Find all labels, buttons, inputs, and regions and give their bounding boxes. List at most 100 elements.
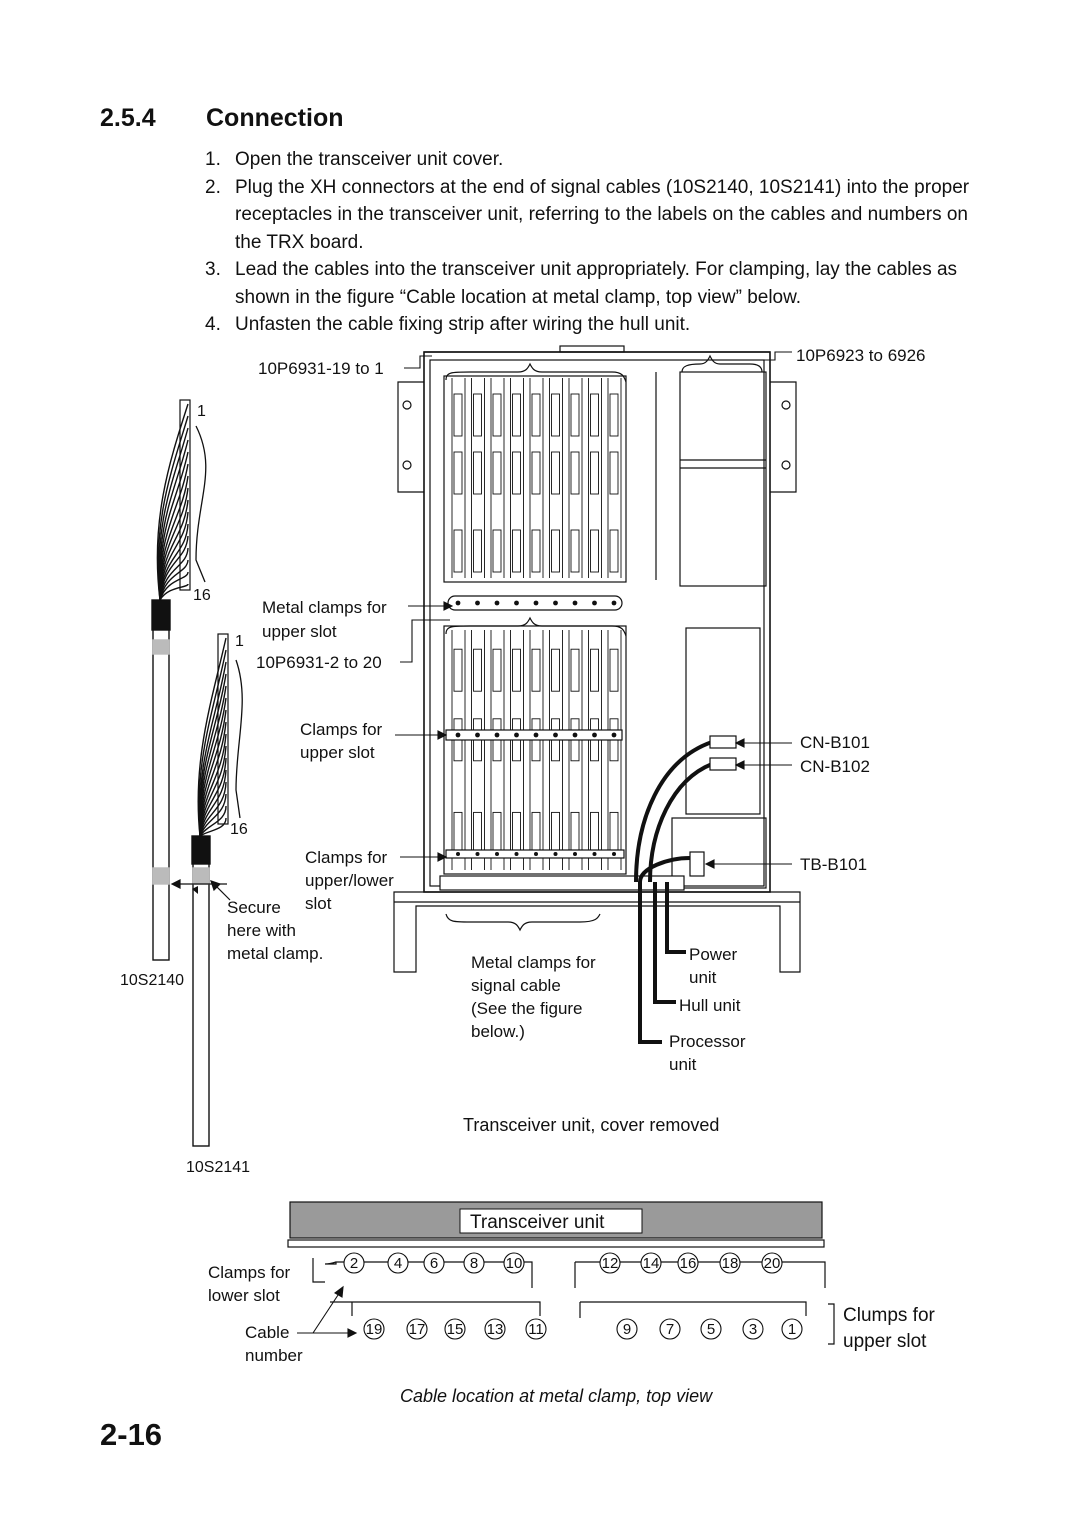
slot-connector [453,529,463,573]
cable-10s2140 [151,399,207,961]
slot-connector [512,811,521,855]
cable-number-marker: 1 [781,1318,803,1340]
slot-connector [609,648,619,692]
slot-connector [473,529,482,573]
figure2-caption: Cable location at metal clamp, top view [400,1386,713,1406]
cable-number-label: 16 [680,1255,697,1272]
cable-number-marker: 7 [659,1318,681,1340]
page-number: 2-16 [100,1417,163,1452]
slot-connector [570,648,580,692]
clamp-dot [592,600,597,606]
cable-number-label: 8 [470,1255,478,1272]
cable-number-leaders [297,1285,358,1338]
clamp-dot [572,732,578,738]
cable-left-top-number: 1 [197,403,206,420]
clamp-dot [455,600,461,606]
cable-right-top-number: 1 [235,633,244,650]
step: 2.Plug the XH connectors at the end of s… [205,174,975,257]
clamp-dot [553,852,558,856]
clamp-dot [592,732,597,738]
slot-connector [531,811,541,855]
section-title: Connection [206,104,344,132]
slot-connector [590,451,599,495]
cable-number-marker: 17 [406,1318,428,1340]
slot-connector [531,451,541,495]
clamp-dots [455,600,617,856]
clamp-dot [534,852,538,856]
clamp-dot [494,600,500,606]
slot-connector [609,811,619,855]
cable-number-marker: 8 [463,1252,485,1274]
cable-number-label: 6 [430,1255,438,1272]
cable-number-marker: 6 [423,1252,445,1274]
clamp-dot [475,600,480,606]
slot-connector [492,451,502,495]
label-clamps-upper: Clamps for upper slot [300,720,387,762]
cable-number-label: 14 [643,1255,660,1272]
slot-connector [492,529,502,573]
cable-number-marker: 14 [640,1252,662,1274]
slot-connector [609,393,619,437]
cable-10s2141 [191,633,243,1147]
slot-connector [512,451,521,495]
cable-number-marker: 18 [719,1252,741,1274]
unit-cables [634,740,713,1044]
slot-connector [551,648,560,692]
slot-connector [551,529,560,573]
cable-number-label: 10 [506,1255,523,1272]
procedure-steps: 1.Open the transceiver unit cover. 2.Plu… [205,146,975,339]
cable-number-marker: 9 [616,1318,638,1340]
cable-left-name: 10S2140 [120,972,184,989]
slot-connector [473,393,482,437]
step: 4.Unfasten the cable fixing strip after … [205,311,975,339]
connectors [689,735,737,877]
section-number: 2.5.4 [100,104,156,132]
cable-number-label: 11 [528,1321,544,1338]
label-p-upper: 10P6931-19 to 1 [258,359,384,378]
label-cable-number: Cable number [245,1323,303,1365]
cable-number-marker: 2 [343,1252,365,1274]
label-clamps-upper-slot: Clumps for upper slot [843,1305,940,1352]
cable-number-label: 5 [707,1321,715,1338]
slot-connector [551,393,560,437]
cable-number-marker: 11 [525,1318,547,1340]
slot-connector [492,648,502,692]
banner-label: Transceiver unit [470,1212,605,1233]
step-text: Plug the XH connectors at the end of sig… [235,176,970,253]
clamp-plate [287,1239,825,1248]
slot-connector [512,393,521,437]
label-metal-clamps-signal: Metal clamps for signal cable (See the f… [471,953,600,1041]
slot-connector [473,451,482,495]
clamp-dot [572,600,578,606]
secure-note: Secure here with metal clamp. [227,898,323,963]
slot-connector [492,811,502,855]
slot-connector [590,393,599,437]
label-p-lower: 10P6931-2 to 20 [256,653,382,672]
clamp-dot [611,600,617,606]
clamp-dot [514,600,519,606]
cable-number-label: 12 [602,1255,619,1272]
step: 3.Lead the cables into the transceiver u… [205,256,975,311]
label-hull-unit: Hull unit [679,996,741,1015]
step-number: 3. [205,259,221,280]
slot-connector [492,393,502,437]
slot-connector [590,529,599,573]
slot-connector [551,451,560,495]
clamp-dot [612,852,616,856]
label-processor-unit: Processor unit [669,1032,750,1074]
cable-number-label: 13 [487,1321,504,1338]
cable-number-marker: 3 [742,1318,764,1340]
slot-connector [590,648,599,692]
slot-connector [512,529,521,573]
cable-number-marker: 5 [700,1318,722,1340]
step-number: 1. [205,149,221,170]
cable-number-label: 15 [447,1321,464,1338]
secure-arrows [170,879,231,901]
cable-number-label: 7 [666,1321,674,1338]
clamp-dot [533,600,539,606]
clamp-dot [455,732,461,738]
clamp-bars [439,595,685,891]
slot-connector [531,393,541,437]
label-p-right: 10P6923 to 6926 [796,346,926,365]
